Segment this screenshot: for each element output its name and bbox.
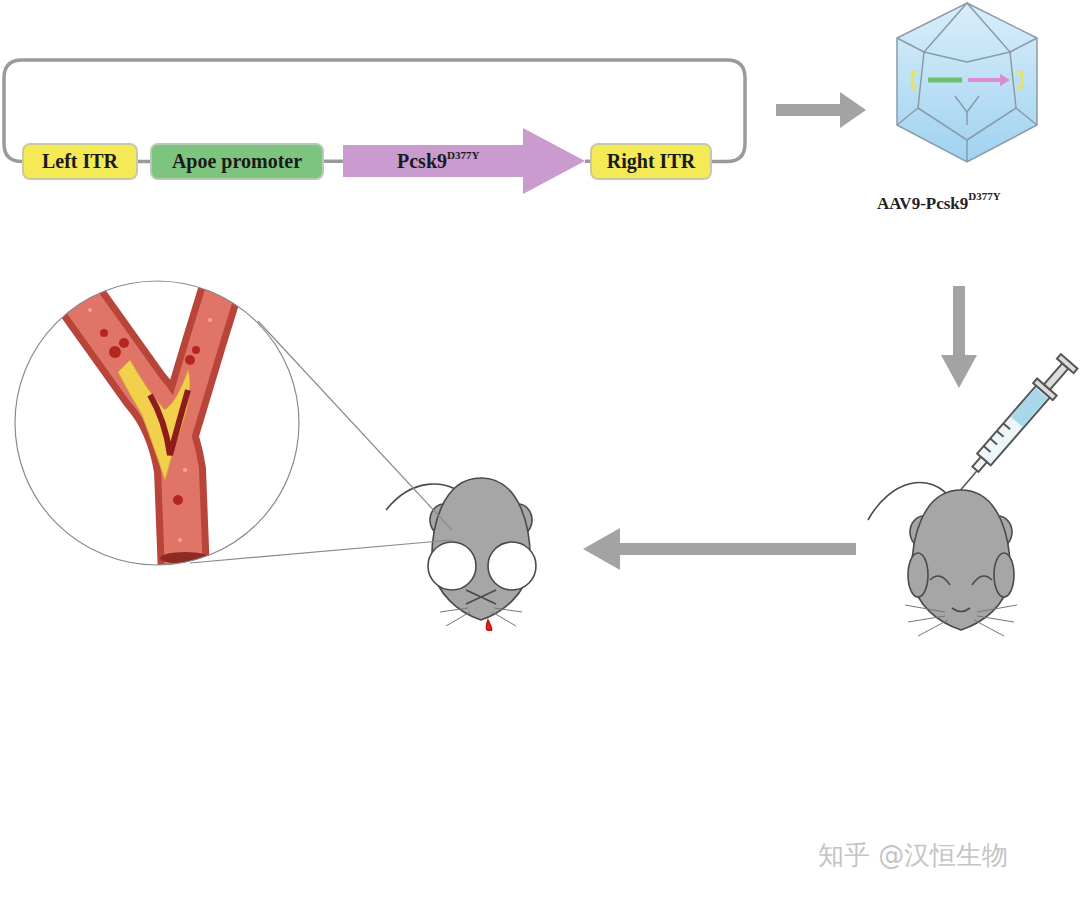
syringe (958, 353, 1079, 493)
arrow-body (343, 128, 585, 194)
watermark-group: 知乎 @汉恒生物 (818, 838, 1008, 873)
plasmid-backbone (324, 160, 343, 164)
magnifier-circle (15, 281, 299, 565)
dead-mouse (386, 478, 536, 630)
node-label: Right ITR (607, 150, 695, 172)
promoter-box: Apoe promoter (150, 143, 324, 180)
itr-box: Left ITR (22, 143, 138, 180)
itr-box: Right ITR (590, 143, 712, 180)
watermark: 知乎 @汉恒生物 (818, 840, 1008, 870)
node-text-group: Pcsk9D377Y (397, 149, 479, 173)
flow-arrow (583, 92, 977, 570)
aav-capsid (897, 3, 1037, 162)
vector-label-group: AAV9-Pcsk9D377Y (877, 190, 1001, 214)
node-label: Left ITR (42, 150, 118, 172)
vector-label: AAV9-Pcsk9 (877, 194, 968, 213)
superscript: D377Y (968, 190, 1000, 202)
plasmid-backbone (138, 160, 150, 164)
gene-arrow: Pcsk9D377Y (343, 128, 585, 194)
node-label: Apoe promoter (172, 150, 302, 172)
mouse (868, 483, 1017, 636)
node-text-group: Left ITR (42, 150, 118, 173)
artery-magnified (15, 281, 299, 600)
superscript: D377Y (447, 149, 479, 161)
node-label: Pcsk9 (397, 150, 447, 172)
node-text-group: Apoe promoter (172, 150, 302, 173)
node-text-group: Right ITR (607, 150, 695, 173)
arrow-shape (343, 128, 585, 194)
